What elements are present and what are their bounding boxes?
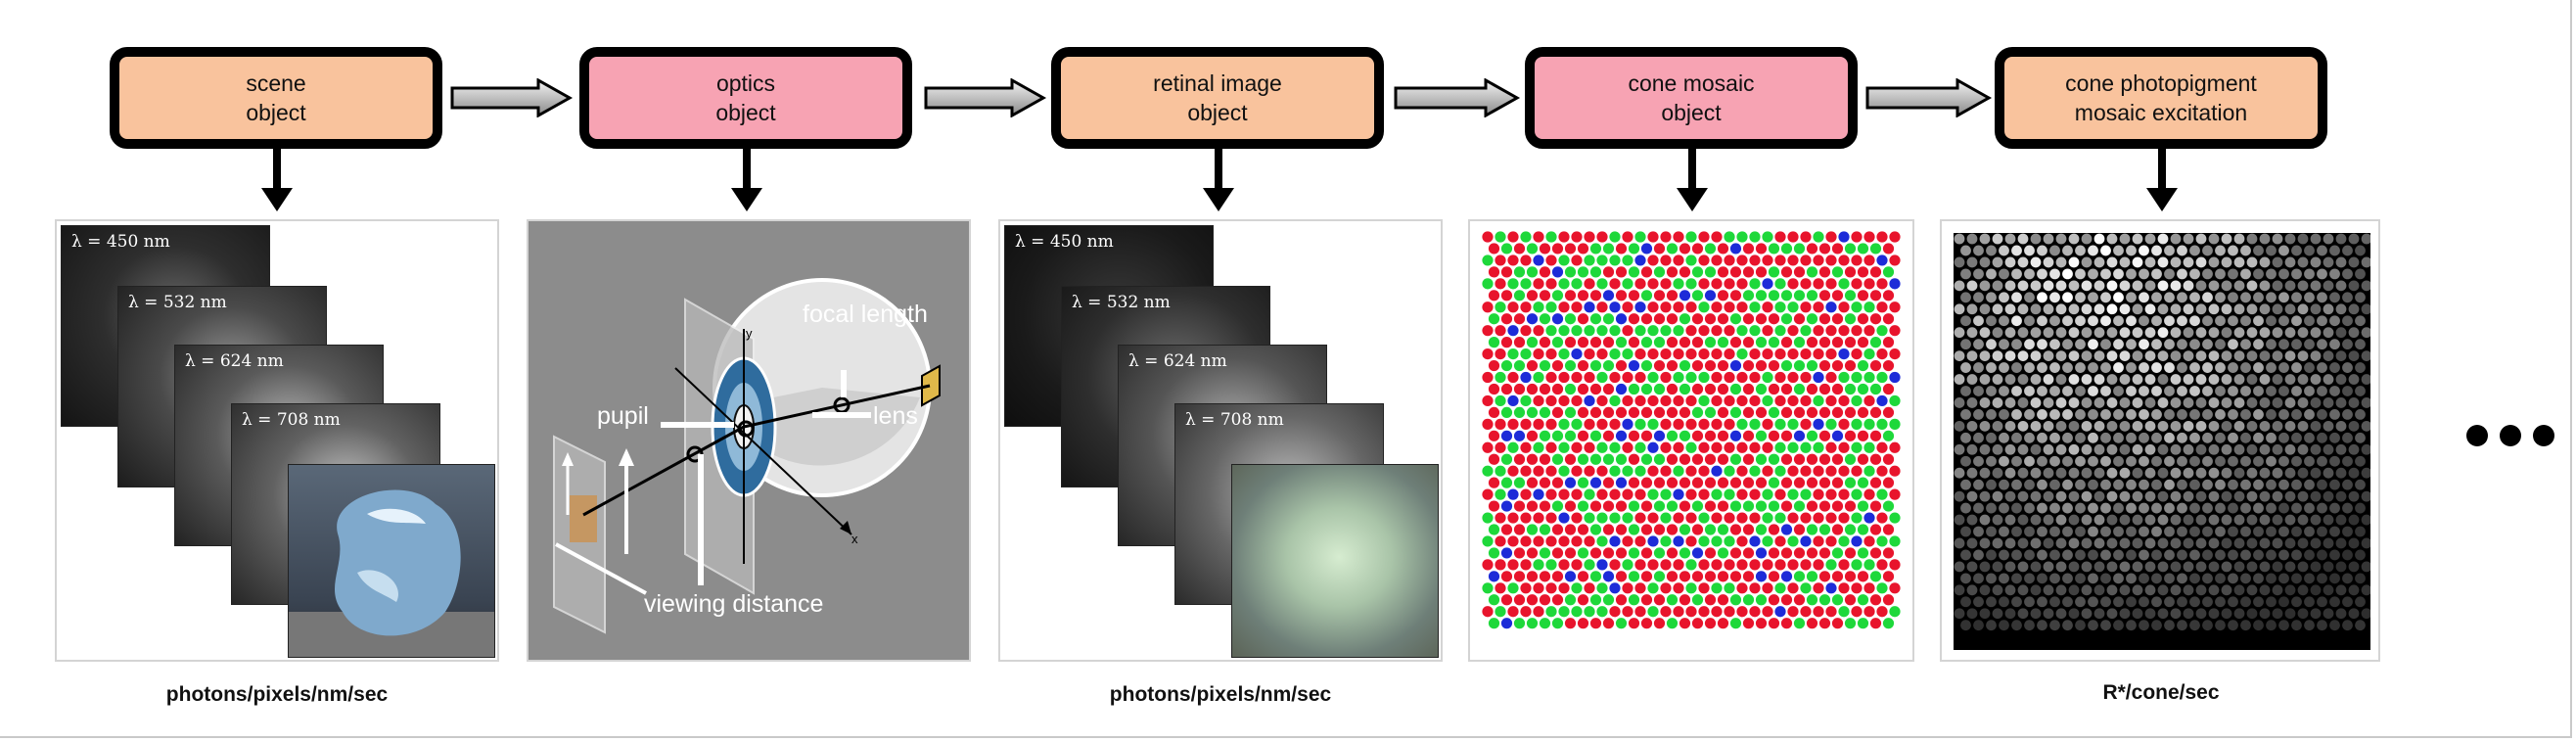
down-arrow-icon [1203, 149, 1234, 211]
wavelength-label: λ = 708 nm [242, 410, 341, 430]
scene-panel: λ = 450 nm λ = 532 nm λ = 624 nm λ = 708… [55, 219, 499, 662]
wavelength-label: λ = 532 nm [1072, 293, 1171, 312]
wavelength-label: λ = 532 nm [128, 293, 227, 312]
wavelength-label: λ = 624 nm [185, 351, 284, 371]
blob-render-icon [289, 489, 494, 657]
stage-optics-object: optics object [579, 47, 912, 149]
flow-arrow-icon [450, 78, 574, 117]
cone-mosaic-panel [1468, 219, 1914, 662]
scene-units-caption: photons/pixels/nm/sec [165, 683, 389, 706]
down-arrow-icon [731, 149, 762, 211]
lens-label: lens [873, 402, 918, 430]
stage-cone-photopigment-excitation: cone photopigment mosaic excitation [1995, 47, 2327, 149]
stage-label: cone mosaic object [1628, 70, 1755, 125]
stage-label: optics object [715, 70, 776, 125]
stage-label: scene object [246, 70, 306, 125]
excitation-units-caption: R*/cone/sec [2102, 681, 2220, 704]
excitation-panel [1940, 219, 2380, 662]
wavelength-label: λ = 450 nm [1015, 232, 1114, 252]
stage-cone-mosaic-object: cone mosaic object [1525, 47, 1858, 149]
down-arrow-icon [1677, 149, 1708, 211]
optics-panel: focal length pupil lens viewing distance… [527, 219, 971, 662]
viewing-distance-label: viewing distance [644, 590, 824, 618]
flow-arrow-icon [924, 78, 1047, 117]
x-axis-label: x [851, 532, 858, 546]
retinal-color-image [1231, 464, 1439, 658]
down-arrow-icon [261, 149, 293, 211]
stage-label: retinal image object [1153, 70, 1282, 125]
retinal-units-caption: photons/pixels/nm/sec [1109, 683, 1332, 706]
flow-arrow-icon [1865, 78, 1993, 117]
down-arrow-icon [2146, 149, 2178, 211]
wavelength-label: λ = 624 nm [1128, 351, 1227, 371]
retinal-image-panel: λ = 450 nm λ = 532 nm λ = 624 nm λ = 708… [998, 219, 1443, 662]
cone-mosaic-image [1482, 231, 1901, 629]
wavelength-label: λ = 708 nm [1185, 410, 1284, 430]
stage-scene-object: scene object [110, 47, 442, 149]
pupil-label: pupil [597, 402, 649, 430]
y-axis-label: y [746, 326, 753, 341]
excitation-image [1954, 233, 2370, 650]
scene-color-image [288, 464, 495, 658]
stage-label: cone photopigment mosaic excitation [2065, 70, 2257, 125]
optics-diagram [553, 278, 941, 634]
flow-arrow-icon [1394, 78, 1521, 117]
focal-length-label: focal length [803, 301, 928, 328]
stage-retinal-image-object: retinal image object [1051, 47, 1384, 149]
wavelength-label: λ = 450 nm [71, 232, 170, 252]
